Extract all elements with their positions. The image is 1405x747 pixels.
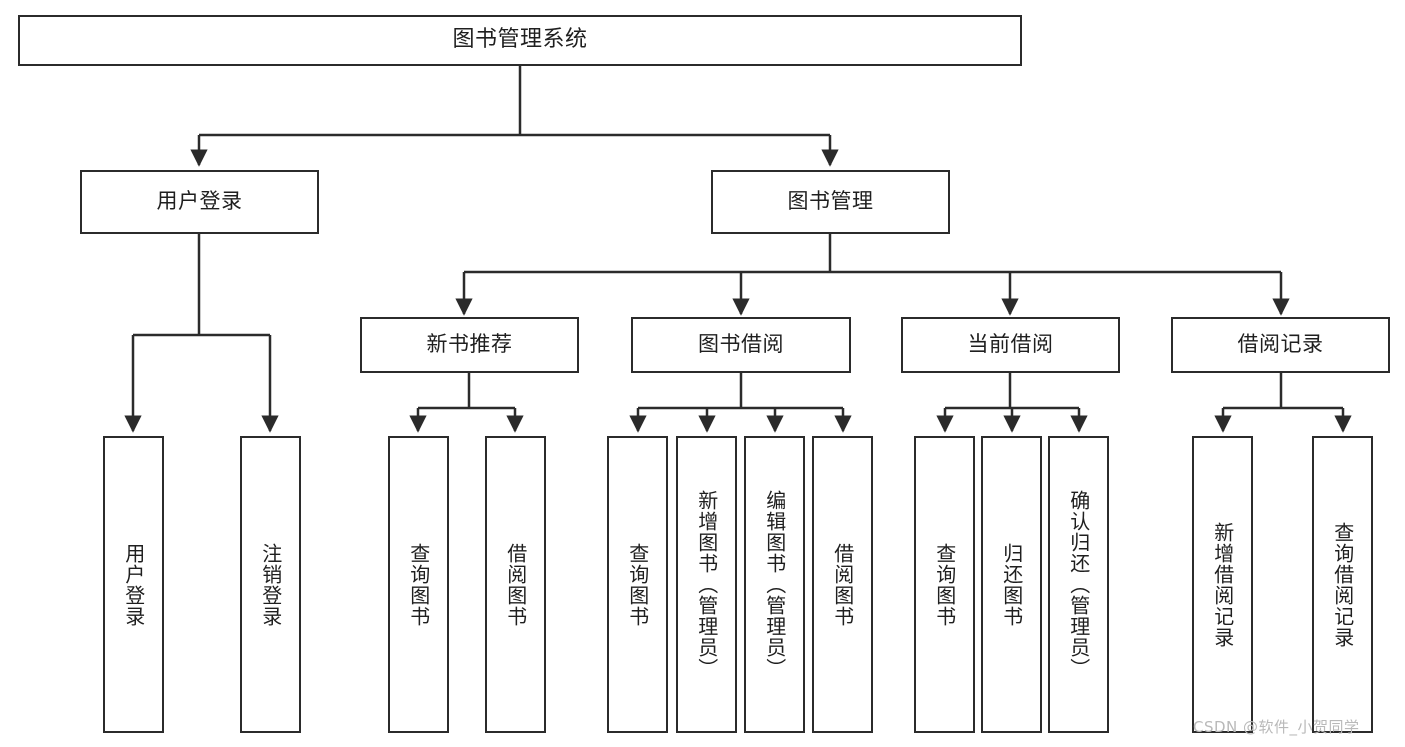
node-leaf-query-book-new-recommend[interactable]: 查询图书 [388,436,449,733]
node-label: 当前借阅 [967,332,1054,357]
node-label: 图书管理系统 [452,27,588,53]
node-book-management[interactable]: 图书管理 [711,170,950,234]
node-leaf-borrow-book-new-recommend[interactable]: 借阅图书 [485,436,546,733]
node-leaf-query-book-current[interactable]: 查询图书 [914,436,975,733]
node-leaf-add-book-admin[interactable]: 新增图书（管理员） [676,436,737,733]
csdn-watermark: CSDN @软件_小贺同学 [1193,718,1360,736]
node-current-borrow[interactable]: 当前借阅 [901,317,1120,373]
node-label: 用户登录 [121,542,146,627]
node-label: 新增图书（管理员） [694,490,719,679]
node-leaf-add-borrow-record[interactable]: 新增借阅记录 [1192,436,1253,733]
node-new-book-recommend[interactable]: 新书推荐 [360,317,579,373]
node-label: 借阅记录 [1237,332,1324,357]
node-leaf-return-book[interactable]: 归还图书 [981,436,1042,733]
node-leaf-borrow-book-borrow[interactable]: 借阅图书 [812,436,873,733]
node-leaf-edit-book-admin[interactable]: 编辑图书（管理员） [744,436,805,733]
node-leaf-user-login[interactable]: 用户登录 [103,436,164,733]
node-label: 借阅图书 [503,542,528,627]
node-label: 查询图书 [625,542,650,627]
node-label: 归还图书 [999,542,1024,627]
node-label: 借阅图书 [830,542,855,627]
node-leaf-confirm-return-admin[interactable]: 确认归还（管理员） [1048,436,1109,733]
node-label: 查询借阅记录 [1330,521,1355,648]
node-label: 编辑图书（管理员） [762,490,787,679]
node-label: 图书借阅 [698,332,784,357]
node-label: 查询图书 [406,542,431,627]
node-leaf-logout[interactable]: 注销登录 [240,436,301,733]
node-leaf-query-borrow-record[interactable]: 查询借阅记录 [1312,436,1373,733]
node-label: 查询图书 [932,542,957,627]
node-borrow-record[interactable]: 借阅记录 [1171,317,1390,373]
node-root-book-management-system[interactable]: 图书管理系统 [18,15,1022,66]
node-label: 新书推荐 [426,332,513,357]
node-label: 新增借阅记录 [1210,521,1235,648]
node-label: 确认归还（管理员） [1066,490,1091,679]
node-label: 注销登录 [258,542,283,627]
node-user-login[interactable]: 用户登录 [80,170,319,234]
node-label: 用户登录 [156,189,243,214]
node-leaf-query-book-borrow[interactable]: 查询图书 [607,436,668,733]
node-book-borrow[interactable]: 图书借阅 [631,317,851,373]
node-label: 图书管理 [787,189,874,214]
